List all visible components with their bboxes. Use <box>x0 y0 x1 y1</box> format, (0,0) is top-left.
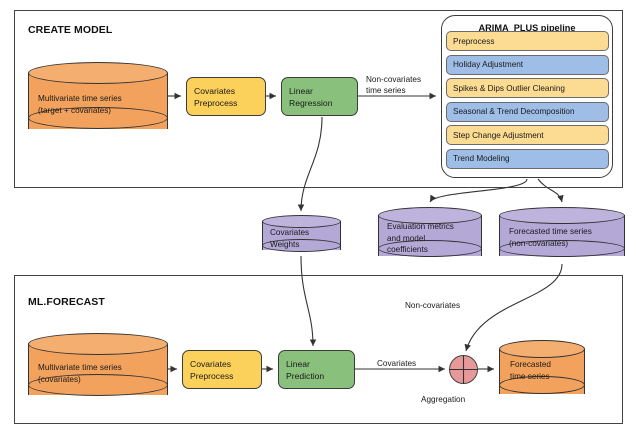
cylinder-top-ellipse <box>499 340 585 358</box>
pipeline-stage-label: Preprocess <box>453 36 495 46</box>
cylinder-top-ellipse <box>28 62 168 84</box>
covariates-weights-label: Covariates Weights <box>270 228 310 249</box>
cylinder-bottom-ellipse <box>28 374 168 396</box>
cylinder-top-ellipse <box>378 207 482 224</box>
ml-forecast-preprocess-box[interactable]: Covariates Preprocess <box>182 350 262 389</box>
edge-pipeline-to-metrics <box>429 178 528 203</box>
pipeline-stage-label: Spikes & Dips Outlier Cleaning <box>453 83 565 93</box>
aggregation-label: Aggregation <box>421 395 466 404</box>
forecasted-non-covariates-cylinder: Forecasted time series (non-covariates) <box>499 207 625 264</box>
edge-weights-to-prediction <box>300 255 317 347</box>
pipeline-stage-label: Holiday Adjustment <box>453 60 524 69</box>
evaluation-metrics-label: Evaluation metrics and model coefficient… <box>387 222 454 254</box>
ml-forecast-title: ML.FORECAST <box>28 296 105 308</box>
arima-plus-pipeline-title: ARIMA_PLUS pipeline <box>478 23 576 33</box>
ml-forecast-source-cylinder: Multivariate time series (covariates) <box>28 333 168 406</box>
create-model-source-label: Multivariate time series (target + covar… <box>38 94 122 115</box>
cylinder-bottom-ellipse <box>499 376 585 394</box>
pipeline-stage-label: Seasonal & Trend Decomposition <box>453 107 575 116</box>
linear-prediction-box[interactable]: Linear Prediction <box>278 350 355 389</box>
cylinder-bottom-ellipse <box>378 240 482 257</box>
cylinder-bottom-ellipse <box>28 107 168 129</box>
pipeline-stage-5[interactable]: Step Change Adjustment <box>446 125 609 145</box>
ml-forecast-group <box>14 275 623 424</box>
cylinder-top-ellipse <box>499 207 625 224</box>
edge-pipeline-to-forecast <box>537 178 564 203</box>
ml-forecast-output-cylinder: Forecasted time series <box>499 340 585 403</box>
pipeline-stage-6[interactable]: Trend Modeling <box>446 148 609 169</box>
edge-forecast-to-aggregation <box>464 263 563 352</box>
covariates-weights-cylinder: Covariates Weights <box>262 215 341 256</box>
ml-forecast-output-label: Forecasted time series <box>510 360 551 381</box>
ml-forecast-preprocess-label: Covariates Preprocess <box>190 358 234 381</box>
edge-regression-to-weights <box>297 116 323 212</box>
create-model-preprocess-box[interactable]: Covariates Preprocess <box>186 77 266 116</box>
ml-forecast-source-label: Multivariate time series (covariates) <box>38 363 122 384</box>
non-covariates-time-series-label: Non-covariates time series <box>366 75 422 95</box>
aggregation-cross <box>449 355 478 384</box>
non-covariates-edge-label: Non-covariates <box>405 301 461 310</box>
cylinder-top-ellipse <box>28 333 168 355</box>
pipeline-stage-2[interactable]: Holiday Adjustment <box>446 54 609 75</box>
create-model-preprocess-label: Covariates Preprocess <box>194 85 238 108</box>
covariates-edge-label: Covariates <box>377 359 417 368</box>
forecasted-non-covariates-label: Forecasted time series (non-covariates) <box>509 227 592 248</box>
cylinder-top-ellipse <box>262 215 341 228</box>
pipeline-stage-3[interactable]: Spikes & Dips Outlier Cleaning <box>446 78 609 98</box>
pipeline-stage-4[interactable]: Seasonal & Trend Decomposition <box>446 101 609 122</box>
create-model-group <box>14 10 623 188</box>
pipeline-stage-label: Step Change Adjustment <box>453 130 544 140</box>
evaluation-metrics-cylinder: Evaluation metrics and model coefficient… <box>378 207 482 264</box>
linear-prediction-label: Linear Prediction <box>286 358 325 381</box>
cylinder-bottom-ellipse <box>499 240 625 257</box>
create-model-title: CREATE MODEL <box>28 24 113 36</box>
create-model-source-cylinder: Multivariate time series (target + covar… <box>28 62 168 140</box>
cylinder-bottom-ellipse <box>262 239 341 252</box>
linear-regression-label: Linear Regression <box>289 85 333 108</box>
pipeline-stage-label: Trend Modeling <box>453 154 510 163</box>
pipeline-stage-1[interactable]: Preprocess <box>446 31 609 51</box>
linear-regression-box[interactable]: Linear Regression <box>281 77 358 116</box>
